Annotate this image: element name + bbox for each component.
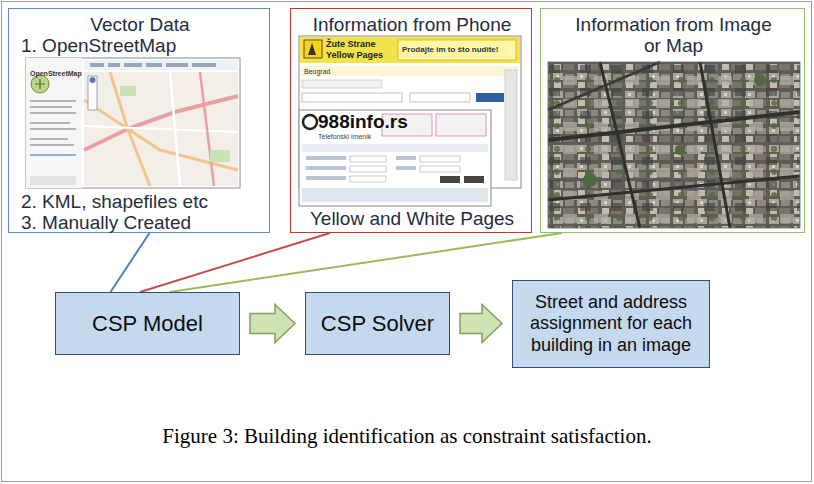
screenshot-text: 988info.rs	[318, 112, 408, 133]
process-box: CSP Solver	[305, 292, 450, 355]
osm-screenshot	[26, 58, 240, 188]
panel-text: 1. OpenStreetMap	[21, 35, 266, 56]
box-label: CSP Model	[92, 311, 203, 337]
screenshot-text: Beograd	[304, 68, 330, 76]
source-panel: Information from Image or Map	[540, 8, 805, 233]
box-label: Street and address assignment for each b…	[522, 292, 700, 356]
aerial-image	[548, 62, 800, 228]
panel-heading: Vector Data	[9, 14, 271, 35]
connector-line	[111, 233, 150, 292]
connector-line	[170, 233, 562, 292]
result-box: Street and address assignment for each b…	[512, 280, 710, 368]
screenshot-text: Telefonski imenik	[318, 133, 371, 141]
block-arrow	[460, 305, 502, 343]
panel-heading: Information from Phone	[291, 14, 533, 35]
phone-directory-screenshots	[299, 36, 521, 206]
screenshot-text: Yellow Pages	[326, 51, 383, 61]
box-label: CSP Solver	[321, 311, 434, 337]
figure-caption: Figure 3: Building identification as con…	[0, 424, 814, 449]
screenshot-text: Žute Strane	[326, 40, 376, 50]
panel-heading: Information from Image or Map	[566, 14, 781, 57]
source-panel: Vector Data1. OpenStreetMap 2. KML, shape…	[8, 8, 270, 233]
panel-text: Yellow and White Pages	[291, 208, 533, 229]
screenshot-text: OpenStreetMap	[30, 70, 82, 78]
block-arrow	[250, 305, 295, 343]
process-box: CSP Model	[55, 292, 240, 355]
panel-text: 2. KML, shapefiles etc	[21, 191, 266, 212]
panel-text: 3. Manually Created	[21, 212, 266, 233]
screenshot-text: Prodajte im to što nudite!	[402, 46, 498, 55]
